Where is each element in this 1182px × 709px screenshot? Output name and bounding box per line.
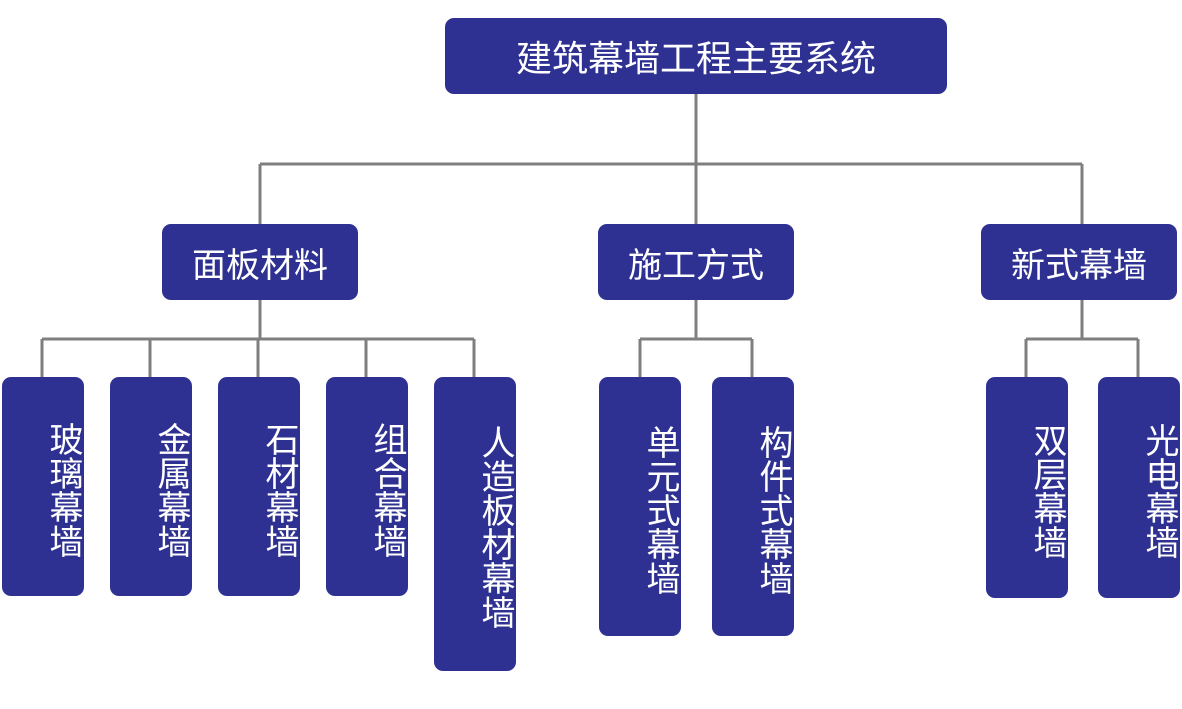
leaf-node: 石材幕墙: [218, 377, 300, 596]
root-label: 建筑幕墙工程主要系统: [515, 39, 876, 80]
category-label: 新式幕墙: [1011, 245, 1147, 286]
category-node-new-type: 新式幕墙: [981, 224, 1177, 300]
leaf-label: 石材幕墙: [259, 421, 299, 558]
leaf-node: 组合幕墙: [326, 377, 408, 596]
leaf-label: 构件式幕墙: [753, 424, 793, 595]
category-label: 面板材料: [192, 245, 328, 286]
leaf-label: 金属幕墙: [151, 421, 191, 558]
category-node-panel-material: 面板材料: [162, 224, 358, 300]
leaf-label: 组合幕墙: [367, 421, 407, 558]
root-node: 建筑幕墙工程主要系统: [445, 18, 947, 94]
leaf-node: 人造板材幕墙: [434, 377, 516, 671]
leaf-label: 单元式幕墙: [640, 424, 680, 595]
leaf-node: 构件式幕墙: [712, 377, 794, 636]
leaf-node: 双层幕墙: [986, 377, 1068, 598]
category-label: 施工方式: [628, 245, 764, 286]
category-node-construction-method: 施工方式: [598, 224, 794, 300]
leaf-node: 金属幕墙: [110, 377, 192, 596]
leaf-node: 光电幕墙: [1098, 377, 1180, 598]
leaf-label: 双层幕墙: [1027, 422, 1067, 559]
leaf-node: 玻璃幕墙: [2, 377, 84, 596]
leaf-node: 单元式幕墙: [599, 377, 681, 636]
leaf-label: 玻璃幕墙: [43, 421, 83, 558]
leaf-label: 光电幕墙: [1139, 422, 1179, 559]
leaf-label: 人造板材幕墙: [475, 425, 515, 629]
